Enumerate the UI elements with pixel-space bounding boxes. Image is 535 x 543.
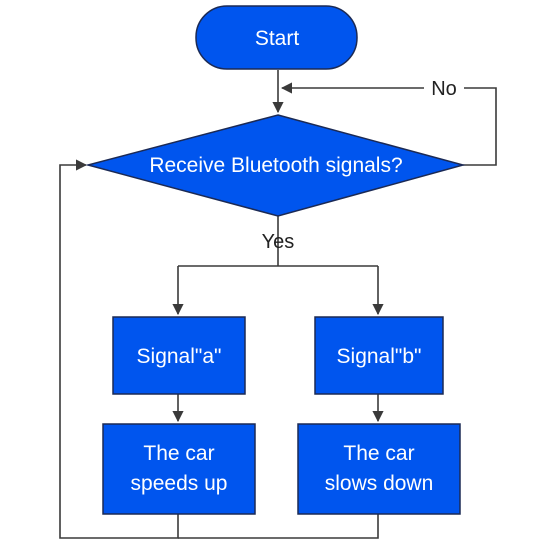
- speeds-up-label-line-1: The car: [143, 442, 214, 465]
- signal-a-process-shape: [112, 316, 246, 395]
- slows-down-label-line-2: slows down: [325, 472, 434, 495]
- node-signal-a: Signal"a": [112, 316, 246, 395]
- node-start: Start: [195, 5, 358, 70]
- start-terminator-shape: [195, 5, 358, 70]
- decision-diamond-shape: [85, 114, 466, 217]
- decision-label: Receive Bluetooth signals?: [149, 154, 402, 177]
- edges: [59, 70, 497, 539]
- signal-a-label: Signal"a": [137, 345, 222, 368]
- node-speeds-up: The car speeds up: [102, 423, 256, 515]
- slows-down-process-shape: [297, 423, 461, 515]
- node-signal-b: Signal"b": [314, 316, 444, 395]
- slows-down-label-line-1: The car: [343, 442, 414, 465]
- speeds-up-label-line-2: speeds up: [131, 472, 228, 495]
- edge-return-from-slows-down: [178, 514, 379, 539]
- edge-label-yes-group: Yes: [262, 231, 295, 253]
- edge-label-no-background: [424, 76, 464, 100]
- signal-b-process-shape: [314, 316, 444, 395]
- edge-label-yes: Yes: [262, 231, 295, 253]
- signal-b-label: Signal"b": [337, 345, 422, 368]
- edge-label-no-group: No: [424, 76, 464, 100]
- node-decision: Receive Bluetooth signals?: [85, 114, 466, 217]
- node-slows-down: The car slows down: [297, 423, 461, 515]
- edge-no-loop: [280, 82, 497, 166]
- start-label: Start: [255, 27, 300, 50]
- edge-label-no: No: [431, 78, 457, 100]
- speeds-up-process-shape: [102, 423, 256, 515]
- edge-return-loop: [59, 159, 179, 539]
